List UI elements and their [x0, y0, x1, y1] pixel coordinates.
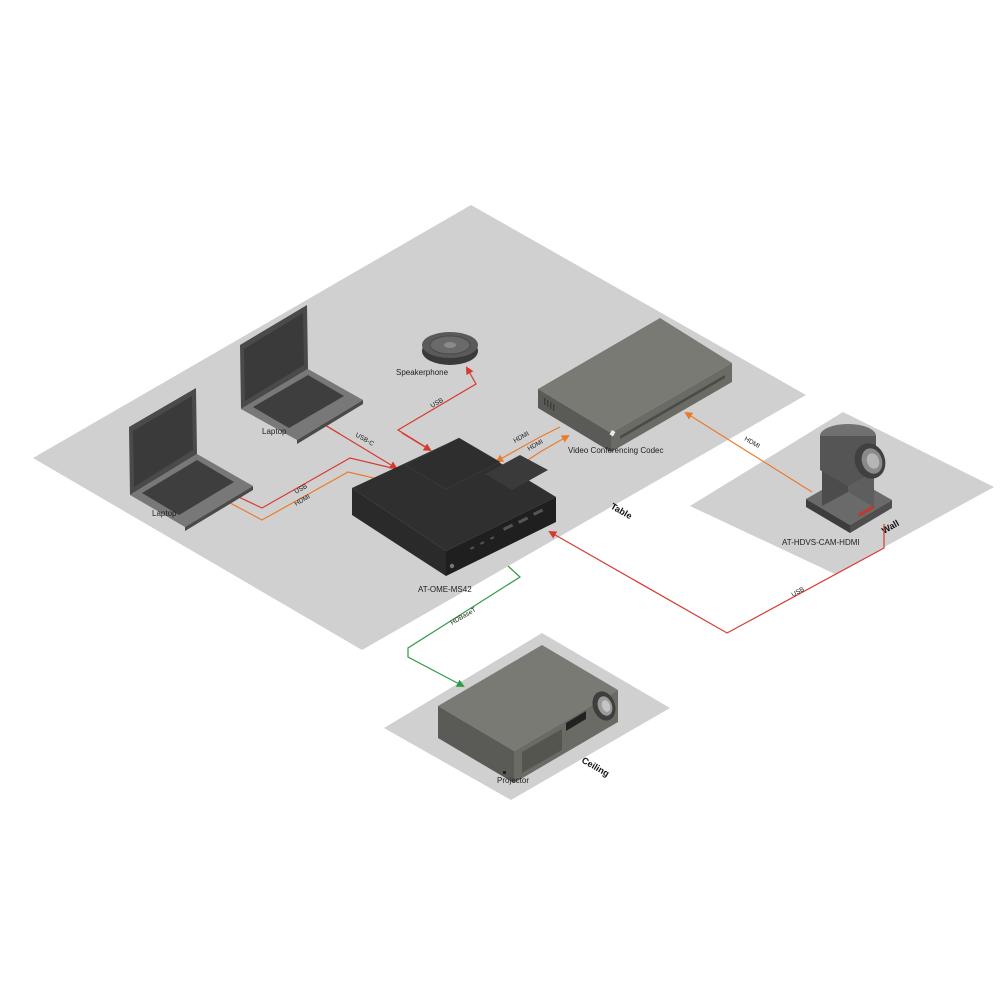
hub-front-ports [470, 508, 544, 550]
camera-indicator [858, 505, 876, 517]
speakerphone-label: Speakerphone [396, 368, 449, 377]
hub-side [446, 497, 556, 576]
laptop-top-base-edge [297, 400, 363, 444]
camera-usb-label: USB [791, 586, 806, 599]
laptop-left[interactable] [129, 388, 253, 531]
camera-label: AT-HDVS-CAM-HDMI [782, 538, 860, 547]
camera-hdmi-cable [684, 411, 813, 493]
table-zone-label: Table [609, 501, 634, 521]
hub-front [352, 488, 446, 576]
camera-usb-cable [548, 524, 885, 634]
laptop-top-label: Laptop [262, 427, 287, 436]
hub-label: AT-OME-MS42 [418, 585, 472, 594]
laptop-top[interactable] [240, 305, 363, 444]
laptop-left-base-edge [185, 486, 253, 531]
cables [218, 366, 885, 687]
hub-top-sheen [485, 455, 548, 490]
speakerphone-button [444, 342, 456, 348]
ceiling-zone-label: Ceiling [580, 755, 611, 779]
speakerphone-usb-arrow-back [401, 432, 432, 452]
laptop-left-usb-cable [226, 457, 393, 509]
projector-lens-glass [601, 700, 611, 712]
hub-logo-icon [449, 563, 455, 569]
laptop-left-keyboard [142, 460, 234, 515]
camera[interactable] [806, 424, 892, 533]
projector-hdbaset-cable [407, 565, 521, 687]
codec-label: Video Conferencing Codec [568, 446, 663, 455]
codec-front [538, 389, 611, 452]
table-zone [33, 205, 806, 650]
codec-hdmi-cable-1 [495, 426, 561, 462]
projector[interactable] [438, 645, 619, 783]
laptop-left-screen-glass [133, 396, 193, 487]
speakerphone[interactable] [422, 332, 478, 365]
codec-top [538, 318, 732, 433]
projector-side-panel [522, 729, 562, 773]
projector-top [438, 645, 618, 751]
hub[interactable] [352, 437, 556, 576]
hub-top-panel [404, 437, 501, 490]
camera-base-side [850, 500, 892, 533]
codec-vents [544, 398, 555, 411]
camera-hdmi-label: HDMI [743, 436, 761, 450]
laptop-left-hdmi-cable [218, 471, 389, 521]
projector-front [438, 706, 514, 783]
projector-power-indicator [503, 771, 506, 774]
laptop-top-keyboard [253, 375, 344, 428]
codec-panel-stripe [620, 375, 725, 439]
codec-port [609, 429, 616, 437]
projector-display [566, 711, 586, 731]
camera-base-front [806, 499, 850, 533]
camera-lens-glass [866, 453, 880, 469]
laptop-left-label: Laptop [152, 509, 177, 518]
laptop-top-screen-glass [244, 313, 304, 401]
codec[interactable] [538, 318, 732, 452]
projector-label: Projector [497, 776, 529, 785]
projector-hdbaset-label: HDBaseT [450, 607, 478, 627]
